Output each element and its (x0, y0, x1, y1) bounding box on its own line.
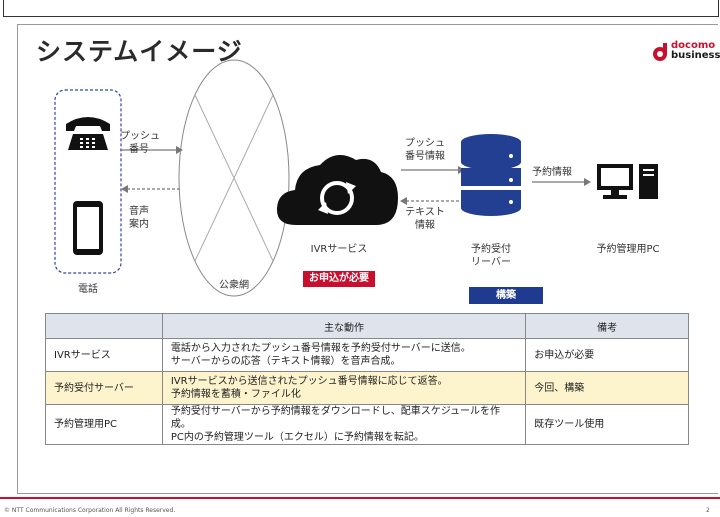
page-number: 2 (706, 507, 710, 514)
row-name: IVRサービス (45, 338, 163, 372)
table-header-cell (45, 313, 163, 339)
push-number-label: プッシュ番号 (120, 131, 160, 155)
database-server-icon (460, 134, 522, 216)
phone-group-box (54, 89, 122, 274)
logo-text-business: business (671, 50, 720, 61)
public-network-icon (178, 59, 290, 297)
slide-frame (17, 24, 718, 494)
text-info-label: テキスト情報 (405, 207, 445, 231)
phone-label: 電話 (78, 284, 98, 295)
page-title: システムイメージ (36, 37, 243, 66)
push-number-info-label: プッシュ番号情報 (405, 138, 445, 162)
operations-table: 主な動作 備考 IVRサービス 電話から入力されたプッシュ番号情報を予約受付サー… (45, 313, 689, 445)
pc-label: 予約管理用PC (596, 244, 660, 255)
footer-divider (0, 497, 720, 499)
table-row: IVRサービス 電話から入力されたプッシュ番号情報を予約受付サーバーに送信。サー… (45, 338, 689, 372)
table-header-cell: 備考 (525, 313, 689, 339)
cloud-icon (276, 155, 398, 225)
row-name: 予約管理用PC (45, 404, 163, 445)
build-badge: 構築 (469, 287, 543, 304)
row-action: 電話から入力されたプッシュ番号情報を予約受付サーバーに送信。サーバーからの応答（… (161, 338, 527, 372)
top-frame (3, 0, 719, 17)
table-row: 予約管理用PC 予約受付サーバーから予約情報をダウンロードし、配車スケジュールを… (45, 404, 689, 445)
smartphone-icon (73, 201, 103, 255)
row-name: 予約受付サーバー (45, 371, 163, 405)
voice-guide-label: 音声案内 (129, 206, 149, 230)
row-note: 今回、構築 (525, 371, 689, 405)
application-required-badge: お申込が必要 (303, 271, 375, 287)
desk-phone-icon (66, 117, 110, 150)
copyright-text: © NTT Communications Corporation All Rig… (4, 507, 176, 514)
row-note: 既存ツール使用 (525, 404, 689, 445)
logo-text-docomo: docomo (671, 40, 716, 51)
desktop-pc-icon (597, 164, 658, 199)
row-action: IVRサービスから送信されたプッシュ番号情報に応じて返答。予約情報を蓄積・ファイ… (161, 371, 527, 405)
network-label: 公衆網 (219, 280, 249, 291)
system-diagram (54, 59, 658, 297)
server-label: 予約受付リーバー (471, 244, 511, 268)
row-action: 予約受付サーバーから予約情報をダウンロードし、配車スケジュールを作成。PC内の予… (161, 404, 527, 445)
table-header-row: 主な動作 備考 (45, 313, 689, 339)
table-header-cell: 主な動作 (161, 313, 527, 339)
row-note: お申込が必要 (525, 338, 689, 372)
docomo-logo-icon (653, 43, 667, 61)
table-row: 予約受付サーバー IVRサービスから送信されたプッシュ番号情報に応じて返答。予約… (45, 371, 689, 405)
ivr-label: IVRサービス (310, 244, 368, 255)
reservation-info-label: 予約情報 (532, 167, 572, 178)
